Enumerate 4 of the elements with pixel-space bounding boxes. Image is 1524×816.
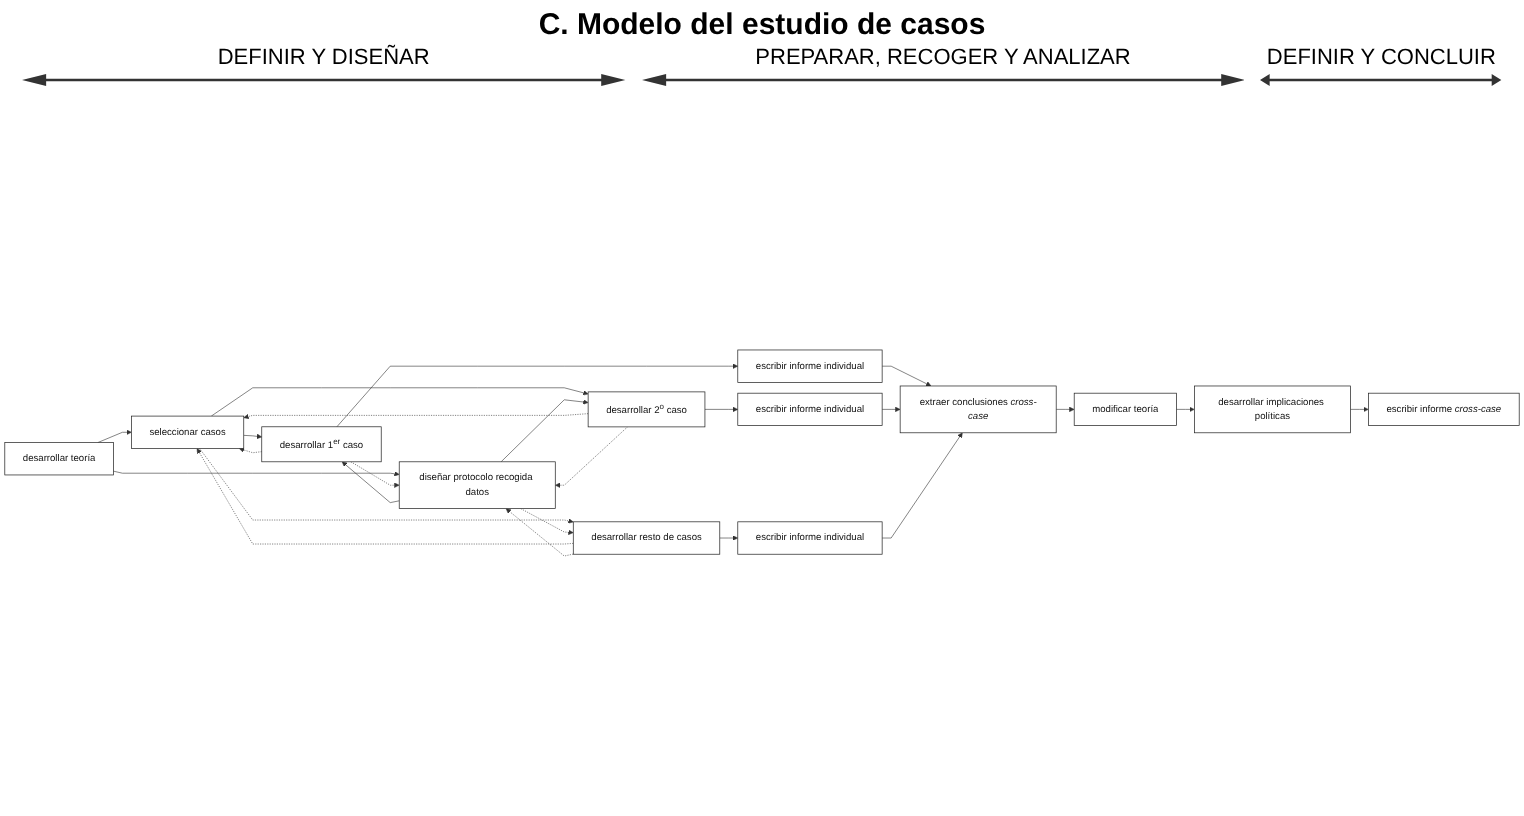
phase-label: DEFINIR Y CONCLUIR — [1266, 46, 1496, 70]
phase-label: DEFINIR Y DISEÑAR — [217, 46, 430, 70]
phase-label: PREPARAR, RECOGER Y ANALIZAR — [755, 46, 1131, 70]
diagram-title: C. Modelo del estudio de casos — [538, 8, 986, 42]
